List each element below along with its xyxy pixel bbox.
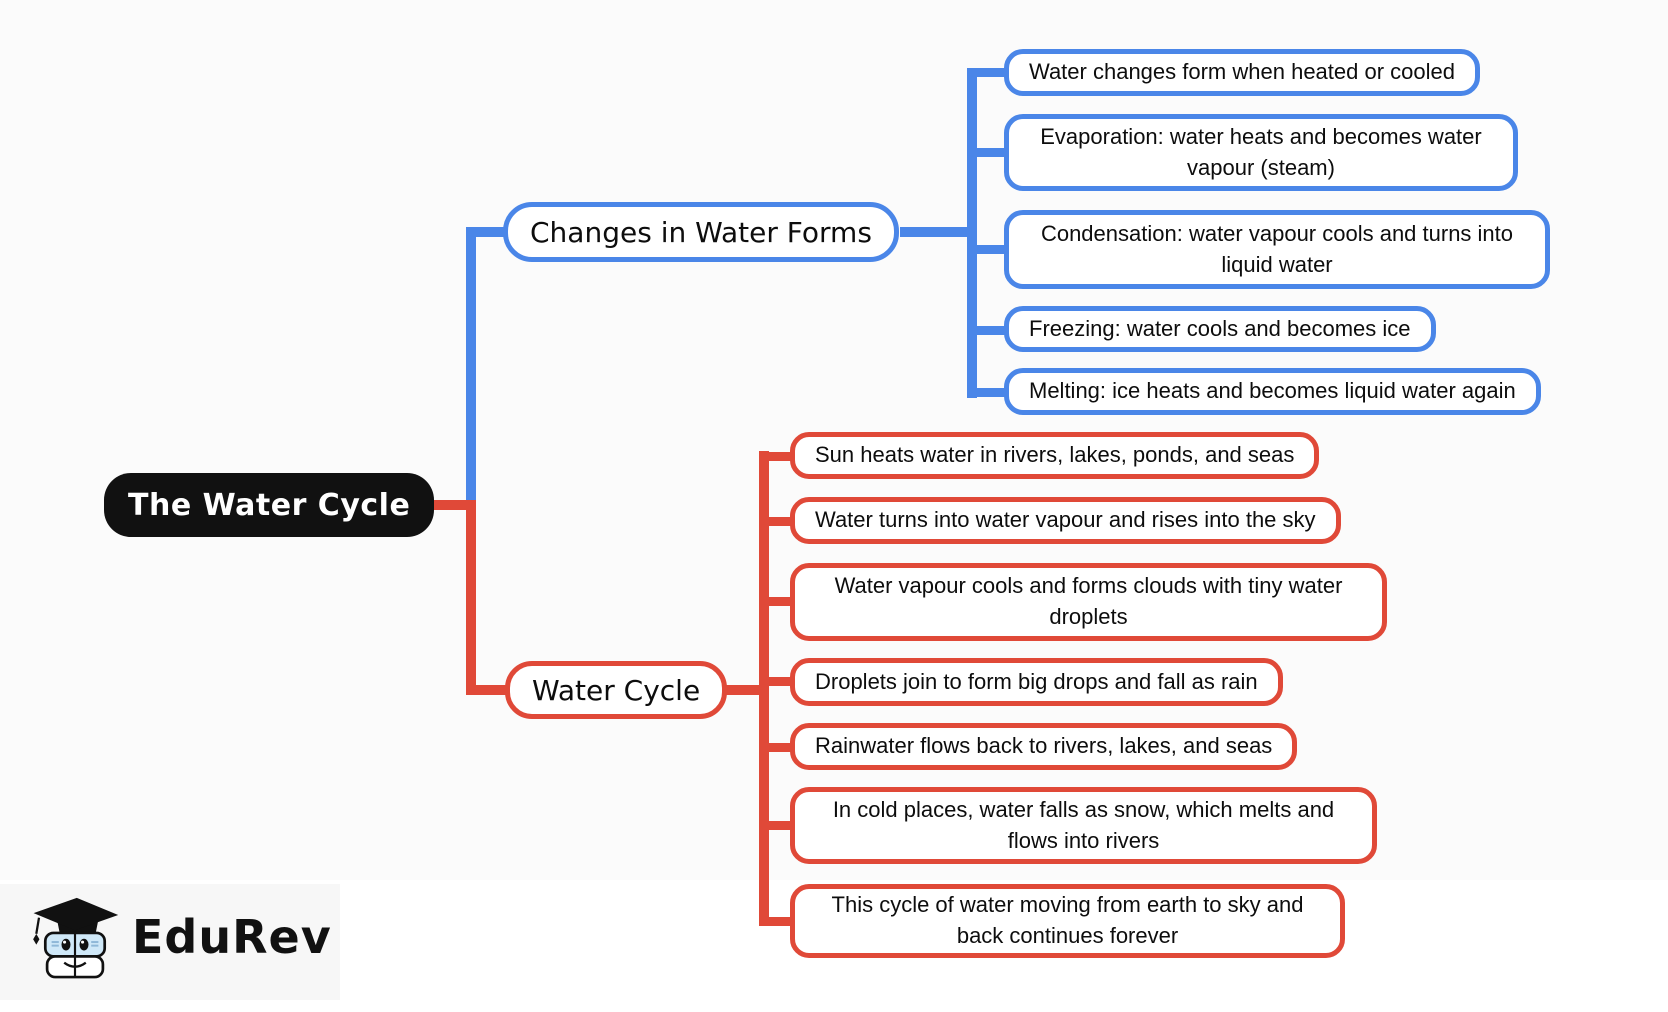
leaf-node: Rainwater flows back to rivers, lakes, a… [790, 723, 1298, 770]
connector-red-stub-4 [759, 677, 803, 686]
leaf-node: Water changes form when heated or cooled [1004, 49, 1480, 96]
edurev-mascot-icon [33, 897, 119, 979]
connector-red-stub-3 [759, 597, 803, 606]
edurev-logo: EduRev [30, 894, 332, 980]
connector-blue-trunk [967, 68, 977, 398]
leaf-node: This cycle of water moving from earth to… [790, 884, 1345, 958]
connector-blue-stub-3 [967, 245, 1011, 254]
leaf-node: In cold places, water falls as snow, whi… [790, 787, 1377, 864]
branch-node-water-cycle: Water Cycle [505, 661, 728, 719]
branch-node-changes-in-water-forms: Changes in Water Forms [503, 202, 899, 262]
connector-red-branch-to-trunk [700, 685, 769, 695]
leaf-node: Water vapour cools and forms clouds with… [790, 563, 1387, 641]
connector-red-stub-6 [759, 821, 803, 830]
connector-red-trunk [759, 451, 769, 926]
connector-root-out [418, 500, 476, 510]
connector-root-to-red-vertical [466, 500, 476, 695]
leaf-node: Melting: ice heats and becomes liquid wa… [1004, 368, 1541, 415]
leaf-node: Condensation: water vapour cools and tur… [1004, 210, 1550, 289]
connector-red-into-branch [466, 685, 511, 695]
leaf-node: Freezing: water cools and becomes ice [1004, 306, 1436, 352]
connector-red-stub-7 [759, 917, 803, 926]
connector-red-stub-1 [759, 452, 803, 461]
leaf-node: Droplets join to form big drops and fall… [790, 658, 1283, 706]
leaf-node: Evaporation: water heats and becomes wat… [1004, 114, 1518, 191]
connector-blue-stub-1 [967, 68, 1011, 77]
connector-blue-branch-to-trunk [900, 227, 977, 237]
leaf-node: Water turns into water vapour and rises … [790, 497, 1341, 544]
connector-blue-stub-2 [967, 148, 1011, 157]
edurev-logo-text: EduRev [132, 910, 332, 964]
connector-root-to-blue-vertical [466, 227, 476, 510]
connector-red-stub-5 [759, 743, 803, 752]
connector-blue-stub-4 [967, 326, 1011, 335]
leaf-node: Sun heats water in rivers, lakes, ponds,… [790, 432, 1320, 479]
connector-blue-stub-5 [967, 388, 1011, 397]
root-node: The Water Cycle [104, 473, 435, 537]
connector-blue-into-branch [466, 227, 510, 237]
connector-red-stub-2 [759, 517, 803, 526]
